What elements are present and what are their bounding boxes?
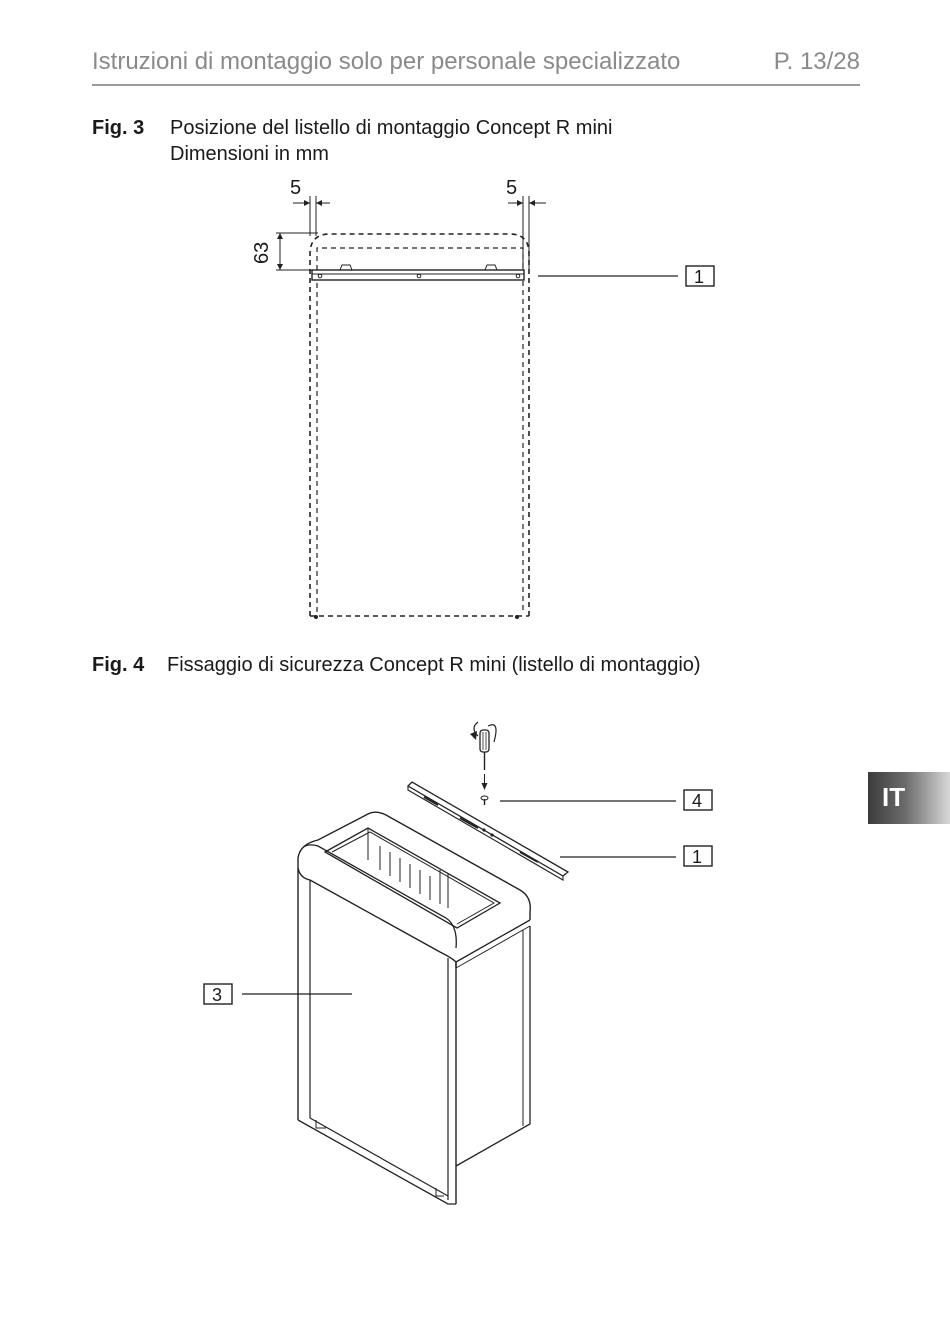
- document-header-title: Istruzioni di montaggio solo per persona…: [92, 48, 681, 75]
- language-tab: IT: [868, 772, 950, 824]
- page-number: P. 13/28: [773, 48, 860, 75]
- figure-4-title: Fissaggio di sicurezza Concept R mini (l…: [167, 654, 701, 676]
- figure-4-caption: Fig. 4 Fissaggio di sicurezza Concept R …: [92, 652, 852, 680]
- screwdriver-icon: [470, 721, 497, 790]
- heater-unit: [297, 811, 531, 1205]
- language-tab-label: IT: [882, 782, 906, 812]
- dimension-right-value: 5: [506, 177, 517, 199]
- figure-3-callout-1: 1: [694, 267, 704, 287]
- screw-icon: [480, 795, 489, 805]
- figure-4-callout-3: 3: [212, 985, 222, 1005]
- dimension-left-value: 5: [290, 177, 301, 199]
- header-divider: [92, 84, 860, 86]
- figure-3-title: Posizione del listello di montaggio Conc…: [170, 117, 613, 139]
- figure-3-caption: Fig. 3 Posizione del listello di montagg…: [92, 115, 792, 171]
- mounting-rail: [406, 781, 570, 881]
- figure-4-callout-4: 4: [692, 791, 702, 811]
- dimension-height-value: 63: [251, 242, 273, 264]
- figure-3-subtitle: Dimensioni in mm: [170, 143, 329, 165]
- figure-3-label: Fig. 3: [92, 117, 145, 139]
- figure-4-callout-1: 1: [692, 847, 702, 867]
- figure-4-label: Fig. 4: [92, 654, 145, 676]
